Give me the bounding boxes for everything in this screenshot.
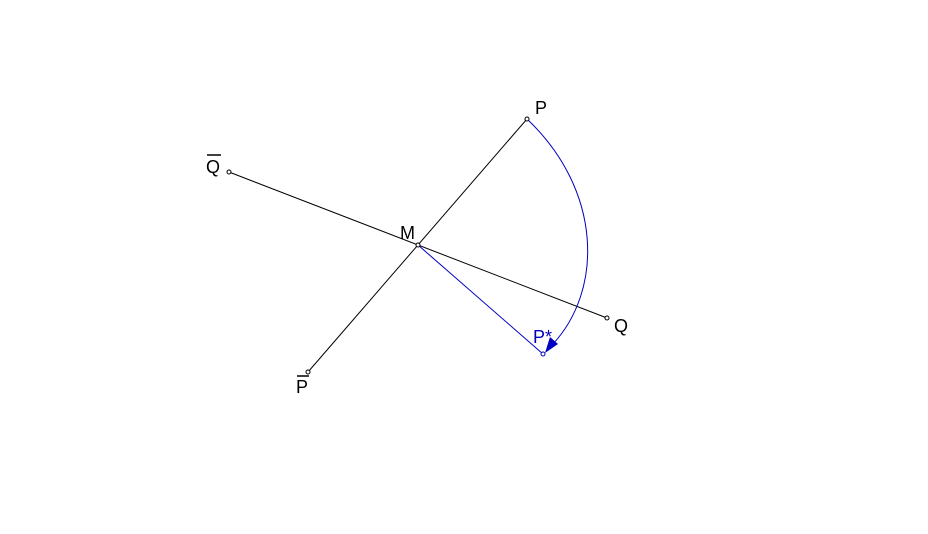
point-q[interactable] (604, 315, 610, 321)
label-pstar: P* (533, 327, 552, 347)
label-pbar: P (296, 377, 308, 397)
label-p: P (535, 98, 547, 118)
rotation-arc (526, 118, 589, 346)
arrowhead-icon (545, 337, 558, 353)
label-m: M (400, 223, 415, 243)
point-pstar[interactable] (540, 351, 546, 357)
label-q: Q (614, 316, 628, 336)
segment-m-pstar (417, 244, 544, 355)
point-pbar[interactable] (305, 369, 311, 375)
point-m[interactable] (415, 242, 421, 248)
label-qbar: Q (206, 157, 220, 177)
point-qbar[interactable] (226, 169, 232, 175)
point-p[interactable] (524, 116, 530, 122)
